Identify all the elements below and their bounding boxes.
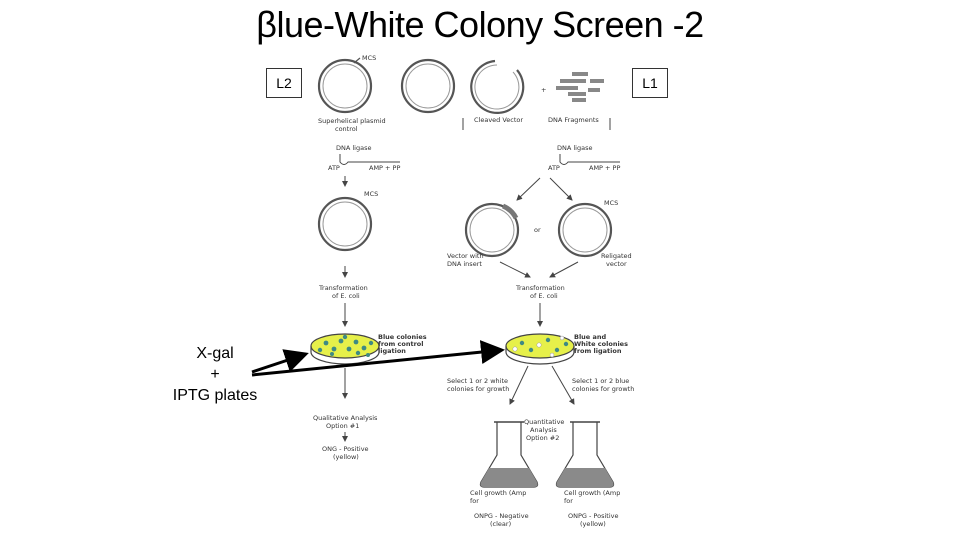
or-label: or [534, 226, 541, 234]
mcs-religated-label: MCS [604, 199, 618, 207]
flask-left [479, 421, 539, 488]
l1-box-label: L1 [632, 68, 668, 98]
superhelical-plasmid [317, 57, 373, 114]
qualitative-label-1: Qualitative Analysis [313, 414, 378, 422]
quantitative-label-3: Option #2 [526, 434, 559, 442]
qualitative-label-2: Option #1 [326, 422, 359, 430]
atp-left-label: ATP [328, 164, 340, 172]
onpg-negative-label-1: ONPG - Negative [474, 512, 529, 520]
l2-box-label: L2 [266, 68, 302, 98]
onpg-left-label-1: ONG - Positive [322, 445, 369, 453]
blue-control-label-3: ligation [378, 347, 406, 355]
flask-right [555, 421, 615, 488]
amp-right-label: AMP + PP [589, 164, 620, 172]
growth-left-label-1: Cell growth (Amp [470, 489, 526, 497]
blue-white-label-2: White colonies [574, 340, 628, 348]
onpg-negative-label-2: (clear) [490, 520, 511, 528]
xgal-iptg-label: X-gal + IPTG plates [150, 343, 280, 406]
slide-title: βlue-White Colony Screen -2 [256, 4, 704, 45]
select-white-label-2: colonies for growth [447, 385, 509, 393]
transform-right-label-2: of E. coli [530, 292, 558, 300]
blue-white-label-3: from ligation [574, 347, 622, 355]
atp-right-label: ATP [548, 164, 560, 172]
plus-text: + [210, 366, 220, 383]
cleaved-plasmid [400, 58, 456, 114]
mcs-label-top: MCS [362, 54, 376, 62]
transform-right-label-1: Transformation [515, 284, 565, 292]
growth-right-label-1: Cell growth (Amp [564, 489, 620, 497]
vector-insert-label-1: Vector with [447, 252, 484, 260]
ligase-left-label: DNA ligase [336, 144, 372, 152]
ligation-plate [505, 333, 575, 365]
religated-label-2: vector [606, 260, 627, 268]
onpg-left-label-2: (yellow) [333, 453, 359, 461]
transform-left-label-1: Transformation [318, 284, 368, 292]
growth-left-label-2: for [470, 497, 479, 505]
blue-white-label-1: Blue and [574, 333, 606, 341]
cleaved-vector [470, 59, 525, 114]
select-blue-label-2: colonies for growth [572, 385, 634, 393]
dna-fragments-label: DNA Fragments [548, 116, 599, 124]
dna-fragments-icon [556, 72, 604, 102]
control-plate [310, 333, 380, 365]
onpg-positive-label-2: (yellow) [580, 520, 606, 528]
superhelical-label-2: control [335, 125, 358, 133]
quantitative-label-1: Quantitative [524, 418, 564, 426]
mcs-label-mid: MCS [364, 190, 378, 198]
iptg-plates-text: IPTG plates [172, 387, 258, 404]
xgal-text: X-gal [196, 345, 234, 362]
select-blue-label-1: Select 1 or 2 blue [572, 377, 629, 385]
religated-vector [557, 202, 613, 258]
onpg-positive-label-1: ONPG - Positive [568, 512, 618, 520]
arrow-to-control-plate [251, 349, 309, 374]
arrow-to-ligation-plate [251, 340, 505, 377]
control-plasmid [317, 196, 373, 252]
transform-left-label-2: of E. coli [332, 292, 360, 300]
religated-label-1: Religated [601, 252, 632, 260]
blue-control-label-2: from control [378, 340, 424, 348]
amp-left-label: AMP + PP [369, 164, 400, 172]
ligase-right-label: DNA ligase [557, 144, 593, 152]
superhelical-label-1: Superhelical plasmid [318, 117, 386, 125]
blue-control-label-1: Blue colonies [378, 333, 427, 341]
cleaved-vector-label: Cleaved Vector [474, 116, 523, 124]
plus-sign: + [541, 86, 546, 94]
growth-right-label-2: for [564, 497, 573, 505]
quantitative-label-2: Analysis [530, 426, 557, 434]
vector-insert-label-2: DNA insert [447, 260, 482, 268]
vector-with-insert [464, 202, 520, 258]
select-white-label-1: Select 1 or 2 white [447, 377, 508, 385]
